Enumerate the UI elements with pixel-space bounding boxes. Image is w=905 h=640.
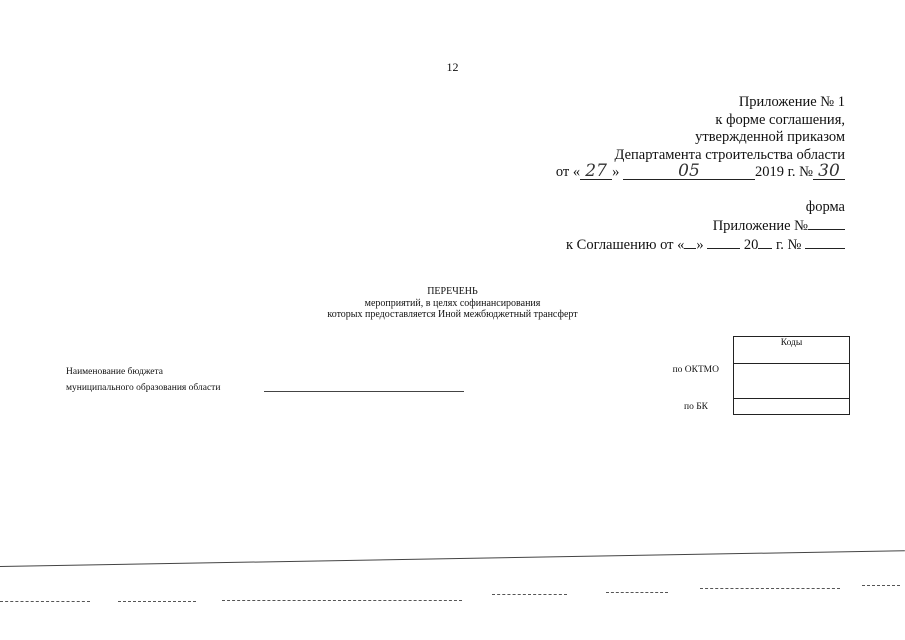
scan-edge-line [0, 550, 905, 567]
oktmo-code-cell [733, 363, 850, 399]
bk-label: по БК [683, 402, 708, 412]
scan-dash-5 [606, 592, 668, 593]
form-label: форма [805, 199, 845, 215]
date-day-field: 27 [580, 161, 613, 181]
order-number-handwritten: 30 [818, 161, 840, 181]
order-number-field: 30 [813, 161, 845, 181]
scan-dash-2 [118, 601, 196, 602]
agreement-prefix: к Соглашению от « [566, 237, 685, 253]
title-line2: мероприятий, в целях софинансирования [364, 297, 541, 309]
bk-code-cell [733, 398, 850, 415]
date-month-field: 05 [622, 161, 755, 181]
form-block: форма Приложение № к Соглашению от « » 20… [566, 198, 845, 255]
document-title: ПЕРЕЧЕНЬ мероприятий, в целях софинансир… [0, 286, 905, 321]
date-prefix: от « [555, 164, 581, 180]
date-mid: » [612, 164, 620, 180]
scan-dash-7 [862, 585, 900, 586]
agreement-year: 20 [743, 237, 759, 253]
agreement-suffix: г. № [775, 237, 802, 253]
date-year: 2019 г. № [754, 164, 813, 180]
scan-dash-1 [0, 601, 90, 602]
order-date-line: от «27 » 05 2019 г. № 30 [555, 161, 845, 181]
agreement-mid: » [696, 237, 704, 253]
appendix-line2: к форме соглашения, [715, 111, 845, 128]
appendix-line1: Приложение № 1 [738, 94, 845, 110]
budget-name-underline [264, 391, 464, 392]
title-line3: которых предоставляется Иной межбюджетны… [327, 309, 578, 320]
title-line1: ПЕРЕЧЕНЬ [427, 286, 478, 297]
form-appendix-label: Приложение № [712, 218, 808, 234]
agreement-day-blank [684, 236, 697, 249]
budget-label-line2: муниципального образования области [66, 383, 221, 393]
codes-header: Коды [733, 336, 850, 364]
appendix-header: Приложение № 1 к форме соглашения, утвер… [615, 94, 845, 164]
agreement-line: к Соглашению от « » 20 г. № [566, 236, 845, 255]
agreement-year-blank [758, 236, 773, 249]
appendix-line3: утвержденной приказом [695, 129, 845, 145]
date-day-handwritten: 27 [585, 161, 607, 181]
form-appendix-line: Приложение № [566, 217, 845, 236]
codes-table: Коды [733, 336, 850, 415]
agreement-number-blank [805, 236, 845, 249]
scan-dash-3 [222, 600, 462, 601]
budget-label-line1: Наименование бюджета [66, 367, 163, 377]
form-appendix-blank [808, 217, 845, 230]
appendix-line4: Департамента строительства области [614, 146, 845, 163]
date-month-handwritten: 05 [678, 161, 700, 181]
page-number: 12 [446, 60, 459, 74]
agreement-month-blank [707, 236, 741, 249]
scan-dash-6 [700, 588, 840, 589]
oktmo-label: по ОКТМО [672, 365, 719, 375]
scan-dash-4 [492, 594, 567, 595]
